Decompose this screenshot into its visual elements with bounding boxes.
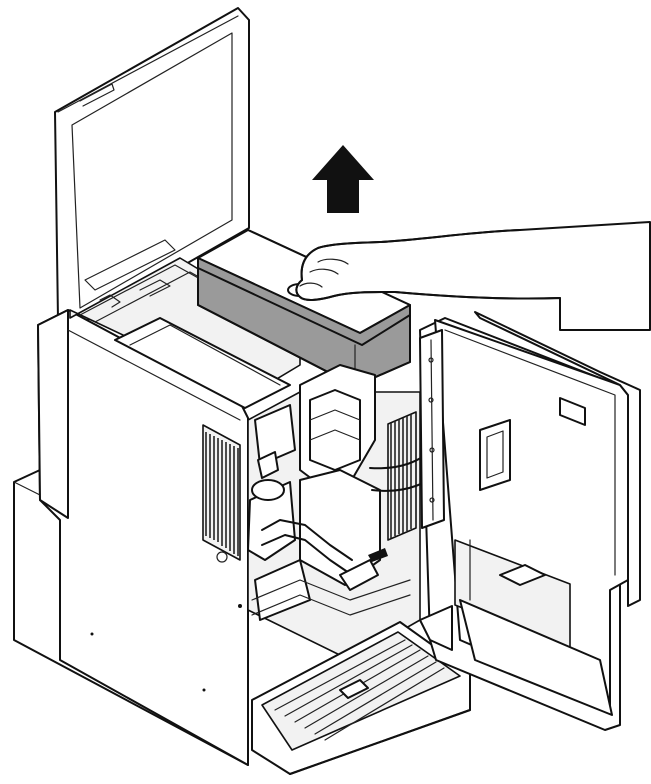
hand	[295, 221, 651, 331]
up-arrow-icon	[312, 145, 374, 213]
door-hinge	[419, 329, 445, 529]
base-dot	[90, 632, 94, 636]
front-door	[419, 311, 641, 731]
machine-side-panel	[37, 309, 249, 766]
side-screw	[216, 551, 228, 563]
side-dot	[238, 604, 242, 608]
door-window	[479, 419, 511, 491]
door-latch	[559, 397, 586, 426]
top-deck	[69, 239, 301, 409]
brew-unit	[247, 364, 421, 661]
cup-grid-tab	[339, 679, 369, 699]
front-vent-grille	[387, 411, 417, 541]
drip-tray	[251, 621, 471, 775]
base-dot	[202, 688, 206, 692]
cabinet-edge	[419, 605, 453, 651]
side-vent-grille	[202, 424, 241, 561]
